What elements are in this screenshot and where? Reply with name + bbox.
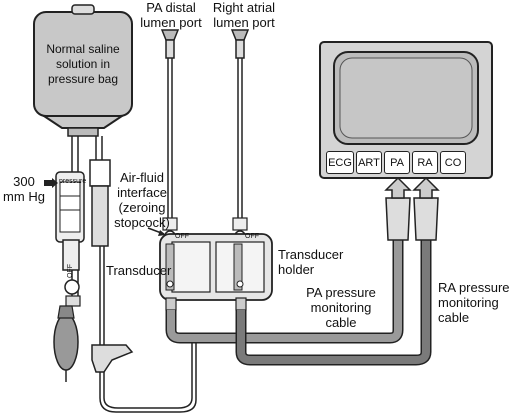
monitor-button-pa[interactable]: PA (384, 151, 410, 174)
bedside-monitor (319, 41, 493, 179)
monitor-button-co[interactable]: CO (440, 151, 466, 174)
pa-port-label-line-2: lumen port (140, 15, 202, 30)
monitor-button-art[interactable]: ART (356, 151, 382, 174)
ra-port-label-line-1: Right atrial (212, 0, 276, 15)
pa-pressure-cable (165, 240, 404, 344)
ra-port-label-line-2: lumen port (213, 15, 275, 30)
ra-lumen-line (230, 29, 250, 242)
transducer-label: Transducer (106, 263, 172, 278)
air-fluid-line-4: stopcock) (114, 215, 170, 230)
pa-cable-label: PA pressure monitoring cable (298, 285, 384, 330)
bag-label-line-1: Normal saline (46, 42, 120, 56)
ra-cable-label: RA pressure monitoring cable (438, 280, 510, 325)
ra-cable-line-2: monitoring (438, 295, 499, 310)
cable-connectors (385, 197, 439, 241)
air-fluid-line-2: interface (117, 185, 167, 200)
pressure-gauge-line (53, 136, 85, 382)
pa-stopcock-off-label: OFF (175, 233, 189, 240)
pressure-value-unit: mm Hg (3, 189, 45, 204)
pa-port-label-line-1: PA distal (146, 0, 196, 15)
pressure-bag (33, 4, 133, 137)
bag-label-line-2: solution in (55, 57, 111, 71)
pressure-value-label: 300 mm Hg (0, 174, 48, 204)
pa-cable-line-2: monitoring (310, 300, 372, 315)
air-fluid-interface-label: Air-fluid interface (zeroing stopcock) (110, 170, 174, 230)
gauge-stopcock-off-label: OFF (67, 264, 74, 278)
transducer-holder-label: Transducer holder (278, 247, 343, 277)
monitor-button-ra[interactable]: RA (412, 151, 438, 174)
right-atrial-port-label: Right atrial lumen port (208, 0, 280, 30)
pressure-pointer-icon (44, 178, 58, 188)
pa-cable-line-3: cable (325, 315, 357, 330)
pa-cable-line-1: PA pressure (306, 285, 376, 300)
pa-distal-port-label: PA distal lumen port (138, 0, 204, 30)
ra-pressure-cable (235, 240, 432, 366)
transducer-holder (159, 233, 273, 311)
flush-line (89, 136, 197, 413)
holder-label-line-1: Transducer (278, 247, 344, 262)
ra-cable-line-3: cable (438, 310, 470, 325)
pressure-bag-label: Normal saline solution in pressure bag (36, 42, 130, 87)
holder-label-line-2: holder (278, 262, 315, 277)
ra-cable-line-1: RA pressure (438, 280, 510, 295)
pressure-value-number: 300 (13, 174, 35, 189)
air-fluid-pointer (147, 227, 166, 236)
ra-stopcock-off-label: OFF (245, 233, 259, 240)
input-arrows (384, 176, 440, 199)
gauge-text: pressure (59, 178, 87, 185)
monitor-button-ecg[interactable]: ECG (326, 151, 354, 174)
air-fluid-line-3: (zeroing (118, 200, 166, 215)
air-fluid-line-1: Air-fluid (119, 170, 165, 185)
bag-label-line-3: pressure bag (47, 72, 119, 86)
